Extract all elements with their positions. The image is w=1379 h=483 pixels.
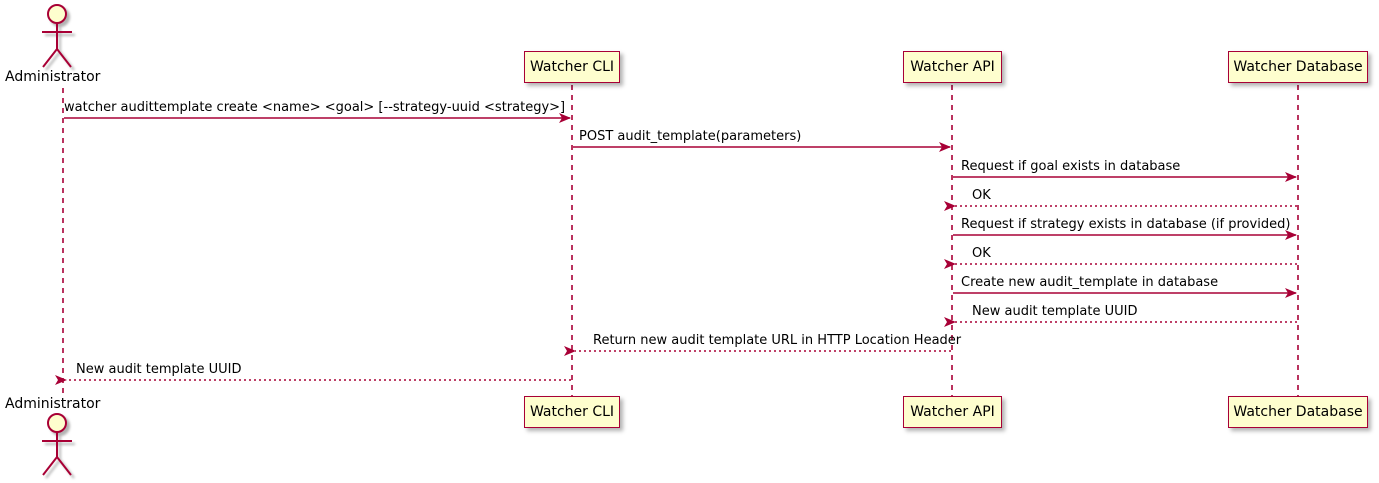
actor-administrator-figure-bottom	[42, 413, 72, 476]
message-label-6: OK	[972, 246, 991, 261]
participant-box-watcher-database-top[interactable]: Watcher Database	[1228, 51, 1368, 83]
message-label-7: Create new audit_template in database	[961, 275, 1219, 290]
message-label-8: New audit template UUID	[972, 304, 1138, 319]
participant-box-watcher-cli-top[interactable]: Watcher CLI	[524, 51, 620, 83]
message-label-3: Request if goal exists in database	[961, 159, 1181, 174]
participant-box-watcher-api-bottom[interactable]: Watcher API	[903, 396, 1002, 428]
message-label-2: POST audit_template(parameters)	[579, 129, 802, 144]
message-arrows	[55, 113, 1297, 385]
message-label-5: Request if strategy exists in database (…	[961, 217, 1291, 232]
actor-administrator-figure-top	[42, 4, 72, 68]
participant-box-watcher-database-bottom[interactable]: Watcher Database	[1228, 396, 1368, 428]
message-label-10: New audit template UUID	[76, 362, 242, 377]
message-label-4: OK	[972, 188, 991, 203]
actor-label-administrator-top: Administrator	[5, 69, 101, 85]
message-label-1: watcher audittemplate create <name> <goa…	[64, 100, 566, 115]
participant-box-watcher-cli-bottom[interactable]: Watcher CLI	[524, 396, 620, 428]
actor-label-administrator-bottom: Administrator	[5, 396, 101, 412]
lifelines	[62, 85, 1299, 398]
participant-box-watcher-api-top[interactable]: Watcher API	[903, 51, 1002, 83]
message-label-9: Return new audit template URL in HTTP Lo…	[593, 333, 962, 348]
